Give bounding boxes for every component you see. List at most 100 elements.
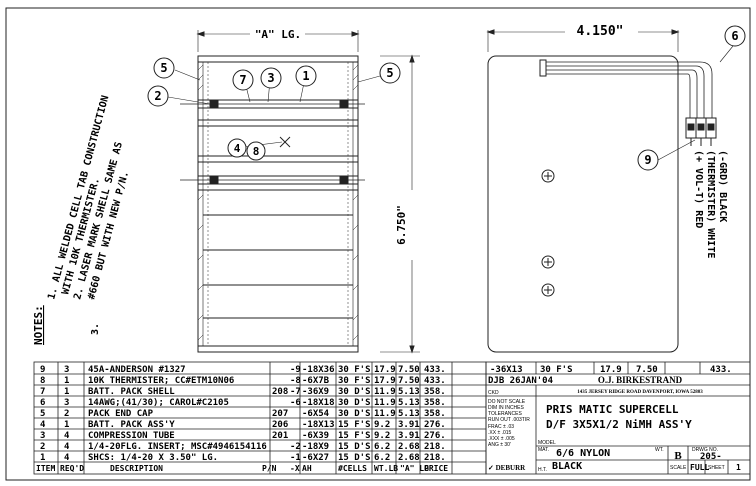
company-address: 1435 JERSEY RIDGE ROAD DAVENPORT, IOWA 5… xyxy=(577,390,703,395)
bom-cell-item: 3 xyxy=(40,431,45,441)
bom-cell-desc: COMPRESSION TUBE xyxy=(88,431,175,441)
section-view xyxy=(180,30,420,354)
bom-cell-price: 433. xyxy=(424,365,446,375)
balloon-1: 1 xyxy=(302,69,309,83)
bom-cell-cells: 15 F'S xyxy=(338,431,371,441)
bom-cell-item: 5 xyxy=(40,409,45,419)
tol-line: DO NOT SCALE xyxy=(488,399,526,405)
bom-cell-price: 276. xyxy=(424,420,446,430)
dimension-a-length: "A" LG. xyxy=(255,28,301,41)
bom-header: AH xyxy=(302,464,312,473)
bom-cell-x: -18X13 xyxy=(302,420,335,430)
drawing-title-line-2: D/F 3X5X1/2 NiMH ASS'Y xyxy=(546,418,692,431)
notes-heading: NOTES: xyxy=(32,305,45,345)
drawing-number-label: DRWG NO. xyxy=(692,447,718,453)
drawing-number: 205- xyxy=(700,452,722,462)
bom-cell-cells: 15 D'S xyxy=(338,442,371,452)
bom-cell-wt: 9.2 xyxy=(374,431,390,441)
bom-cell-cells: 30 D'S xyxy=(338,398,371,408)
bom-cell-desc: 1/4-20FLG. INSERT; MSC#4946154116 xyxy=(88,442,267,452)
sheet-border xyxy=(5,7,751,481)
bom-cell-dash: -7 xyxy=(290,387,301,397)
title-row-price: 433. xyxy=(710,365,732,375)
wire-label-black: (-GRD) BLACK xyxy=(717,150,728,222)
plan-view xyxy=(486,29,717,353)
bom-cell-wt: 11.9 xyxy=(374,387,396,397)
bom-header: ITEM xyxy=(36,464,55,473)
bom-cell-cells: 30 D'S xyxy=(338,409,371,419)
bom-cell-item: 4 xyxy=(40,420,46,430)
material-label: MAT. xyxy=(538,447,549,453)
bom-cell-req: 2 xyxy=(64,409,69,419)
bom-cell-item: 2 xyxy=(40,442,45,452)
wire-label-red: (+ VOL-T) RED xyxy=(693,150,704,228)
bom-cell-desc: BATT. PACK SHELL xyxy=(88,387,175,397)
bom-cell-x: -18X36 xyxy=(302,365,335,375)
bom-header: P/N xyxy=(262,464,277,473)
title-row-x: -36X13 xyxy=(490,365,523,375)
checked-label: CKD xyxy=(488,390,499,396)
bom-cell-pn: 208 xyxy=(272,387,288,397)
bom-header: -X xyxy=(290,464,300,473)
bom-cell-price: 218. xyxy=(424,453,446,463)
bom-cell-a: 5.13 xyxy=(398,409,420,419)
bom-cell-x: -6X54 xyxy=(302,409,330,419)
bom-cell-a: 5.13 xyxy=(398,387,420,397)
bom-cell-desc: PACK END CAP xyxy=(88,409,154,419)
bom-cell-dash: -6 xyxy=(290,398,301,408)
balloon-8: 8 xyxy=(253,145,260,158)
bom-cell-cells: 30 F'S xyxy=(338,376,371,386)
bom-cell-x: -6X39 xyxy=(302,431,329,441)
bom-cell-req: 4 xyxy=(64,442,70,452)
dimension-height: 6.750" xyxy=(395,205,408,245)
tol-line: TOLERANCES xyxy=(488,411,522,417)
bom-cell-price: 358. xyxy=(424,398,446,408)
bom-cell-a: 3.91 xyxy=(398,420,420,430)
bom-cell-desc: SHCS: 1/4-20 X 3.50" LG. xyxy=(88,453,218,463)
bom-cell-wt: 17.9 xyxy=(374,376,396,386)
bom-cell-item: 6 xyxy=(40,398,45,408)
bom-cell-req: 3 xyxy=(64,365,69,375)
bom-cell-req: 1 xyxy=(64,387,69,397)
scale-value: FULL xyxy=(690,463,709,472)
bom-cell-cells: 30 D'S xyxy=(338,387,371,397)
bom-cell-price: 276. xyxy=(424,431,446,441)
heat-treat-label: H.T. xyxy=(538,467,547,473)
tol-line: .XX ± .015 xyxy=(488,430,512,436)
bom-cell-desc: BATT. PACK ASS'Y xyxy=(88,420,175,430)
weight-label: WT. xyxy=(655,447,664,453)
bom-cell-wt: 11.9 xyxy=(374,409,396,419)
sheet-label: SHEET xyxy=(708,465,725,471)
bom-cell-pn: 207 xyxy=(272,409,288,419)
balloon-group: 5 7 3 1 5 2 4 8 6 9 xyxy=(147,25,746,171)
bom-cell-req: 1 xyxy=(64,376,69,386)
bom-cell-desc: 10K THERMISTER; CC#ETM10N06 xyxy=(88,376,234,386)
model-label: MODEL xyxy=(538,440,556,446)
bom-cell-cells: 15 F'S xyxy=(338,420,371,430)
deburr-check: ✓ DEBURR xyxy=(488,464,526,472)
bom-cell-req: 1 xyxy=(64,420,69,430)
bom-cell-wt: 17.9 xyxy=(374,365,396,375)
bom-cell-desc: 14AWG;(41/30); CAROL#C2105 xyxy=(88,398,229,408)
bom-header: PRICE xyxy=(424,464,448,473)
bom-cell-req: 4 xyxy=(64,453,70,463)
bom-cell-pn: 206 xyxy=(272,420,288,430)
notes-block: NOTES: 1. ALL WELDED CELL TAB CONSTRUCTI… xyxy=(32,94,131,345)
bom-cell-dash: -1 xyxy=(290,453,301,463)
bom-cell-cells: 15 D'S xyxy=(338,453,371,463)
bom-cell-wt: 6.2 xyxy=(374,453,390,463)
bom-cell-item: 9 xyxy=(40,365,45,375)
bom-header: "A" LG xyxy=(400,464,429,473)
bom-cell-price: 358. xyxy=(424,387,446,397)
sheet-value: 1 xyxy=(736,463,741,472)
company-name: O.J. BIRKESTRAND xyxy=(598,375,683,385)
bom-cell-a: 7.50 xyxy=(398,376,420,386)
bom-cell-a: 3.91 xyxy=(398,431,420,441)
bom-cell-wt: 6.2 xyxy=(374,442,390,452)
bom-cell-x: -6X27 xyxy=(302,453,329,463)
bom-cell-wt: 9.2 xyxy=(374,420,390,430)
bom-cell-a: 2.68 xyxy=(398,453,420,463)
tol-line: DIM IN INCHES xyxy=(488,405,525,411)
